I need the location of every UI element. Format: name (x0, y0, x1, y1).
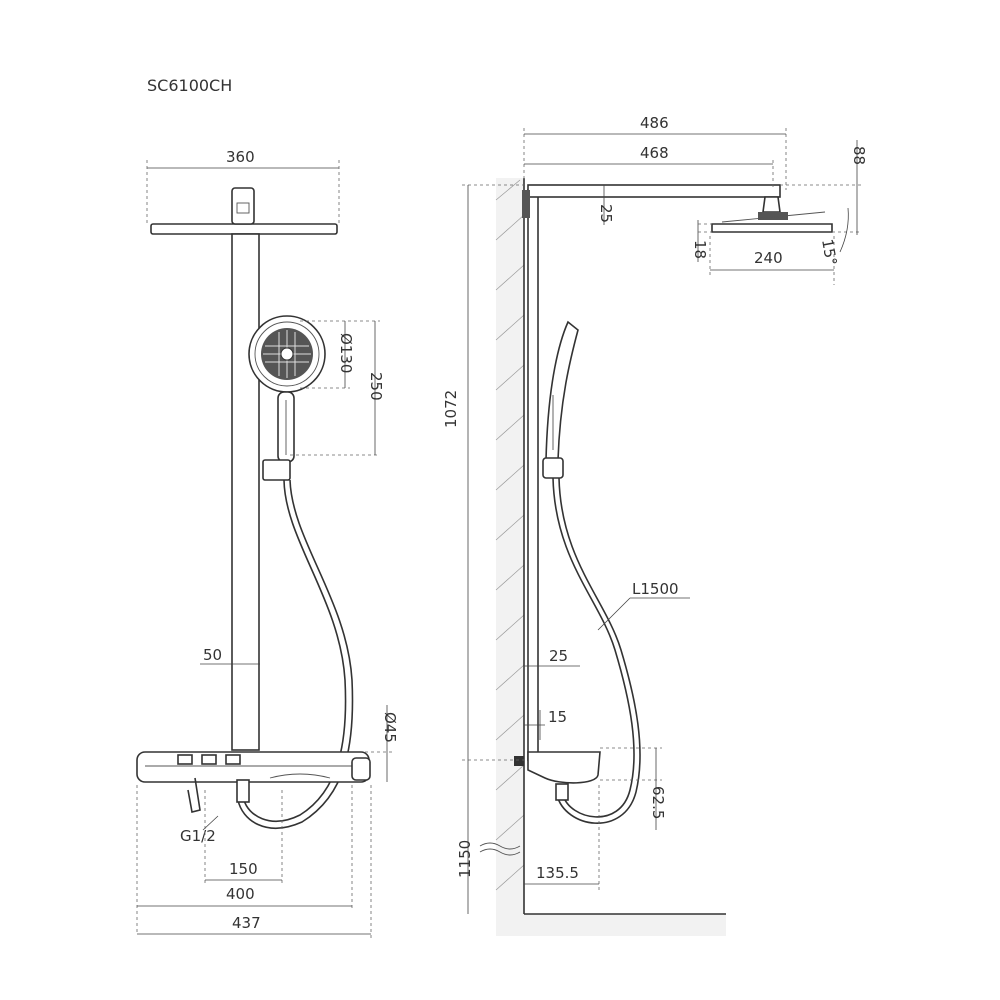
dim-88: 88 (850, 146, 868, 165)
dim-thread: G1/2 (180, 827, 216, 845)
side-column (527, 189, 539, 761)
wall-bracket-top (522, 190, 530, 218)
dim-150: 150 (229, 860, 258, 878)
dim-250: 250 (367, 372, 385, 401)
dim-25-bar: 25 (549, 647, 568, 665)
wall-inlet (514, 756, 524, 766)
connector-detail (236, 202, 250, 214)
side-view: 486 468 88 25 18 240 15° (442, 114, 868, 936)
thermostat-shelf (136, 751, 370, 783)
side-overhead-head (711, 223, 833, 233)
side-holder (542, 457, 564, 479)
hand-shower (248, 315, 326, 481)
dim-400: 400 (226, 885, 255, 903)
hand-shower-holder (262, 459, 291, 481)
control-button-3 (225, 754, 241, 765)
side-hand-shower (545, 320, 579, 461)
dim-50: 50 (203, 646, 222, 664)
dim-1072: 1072 (442, 390, 460, 428)
diverter-lever (187, 777, 201, 813)
dim-tilt-angle: 15° (818, 238, 840, 267)
front-dimensions: 360 Ø130 250 50 Ø45 G1/2 150 (136, 148, 399, 940)
dim-15: 15 (548, 708, 567, 726)
dim-1150: 1150 (456, 840, 474, 878)
control-button-2 (201, 754, 217, 765)
dim-240: 240 (754, 249, 783, 267)
hose-outlet (236, 779, 250, 803)
dim-62-5: 62.5 (649, 786, 667, 819)
model-title: SC6100CH (147, 76, 232, 95)
overhead-connector (231, 187, 255, 225)
shower-hose (243, 479, 347, 822)
shower-column (231, 233, 260, 751)
side-outlet (555, 783, 569, 801)
dim-diameter-130: Ø130 (337, 333, 355, 373)
dim-diameter-45: Ø45 (381, 712, 399, 743)
dim-468: 468 (640, 144, 669, 162)
side-thermostat (527, 751, 601, 784)
dim-486: 486 (640, 114, 669, 132)
side-dimensions: 486 468 88 25 18 240 15° (442, 114, 868, 914)
side-hose (552, 477, 635, 818)
shower-arm (527, 184, 781, 198)
dim-135-5: 135.5 (536, 864, 579, 882)
control-button-1 (177, 754, 193, 765)
dim-18: 18 (691, 240, 709, 259)
dim-25-arm: 25 (597, 204, 615, 223)
head-ball-joint (762, 196, 781, 213)
dim-360: 360 (226, 148, 255, 166)
dim-437: 437 (232, 914, 261, 932)
front-view: 360 Ø130 250 50 Ø45 G1/2 150 (136, 148, 399, 940)
overhead-shower-plate (150, 223, 338, 235)
dim-hose-length: L1500 (632, 580, 679, 598)
thermostat-knob (351, 757, 371, 781)
